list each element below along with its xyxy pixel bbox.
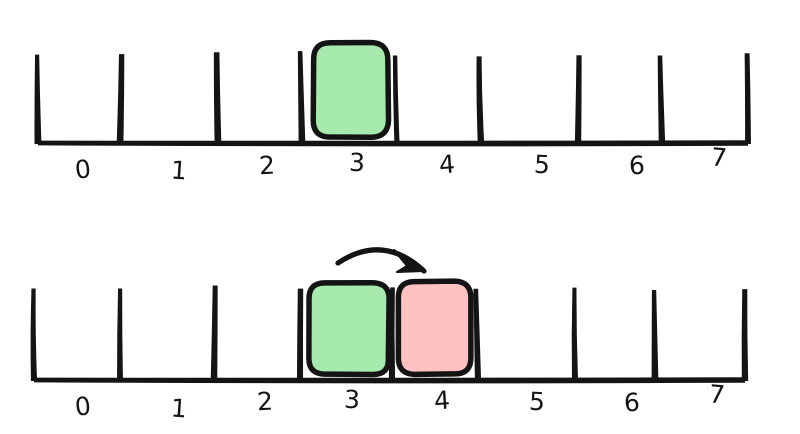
tick-label-after-4: 4 bbox=[433, 385, 451, 416]
tick-mark-after-8 bbox=[741, 289, 749, 381]
tick-label-before-4: 4 bbox=[438, 149, 456, 180]
tick-label-before-5: 5 bbox=[533, 149, 551, 180]
tick-label-after-5: 5 bbox=[528, 386, 546, 417]
tick-mark-before-0 bbox=[34, 54, 42, 144]
tick-label-after-6: 6 bbox=[623, 387, 641, 418]
tick-mark-before-2 bbox=[213, 52, 222, 144]
tick-mark-after-5 bbox=[473, 288, 482, 381]
axis-line-before bbox=[38, 140, 748, 147]
tick-label-after-7: 7 bbox=[707, 379, 727, 410]
tick-mark-before-4 bbox=[392, 55, 400, 144]
cell-pink-index-4[interactable] bbox=[395, 278, 474, 378]
tick-mark-after-6 bbox=[571, 287, 579, 381]
shift-arrow-head bbox=[393, 249, 425, 273]
tick-label-before-3: 3 bbox=[348, 147, 366, 178]
tick-mark-after-7 bbox=[651, 290, 659, 381]
tick-label-after-2: 2 bbox=[256, 386, 274, 417]
tick-label-after-0: 0 bbox=[73, 391, 93, 422]
tick-mark-before-3 bbox=[297, 51, 306, 145]
tick-mark-before-6 bbox=[574, 55, 582, 144]
cell-green-index-3[interactable] bbox=[310, 39, 392, 141]
tick-label-before-0: 0 bbox=[73, 154, 93, 185]
tick-label-before-1: 1 bbox=[170, 155, 188, 186]
tick-label-before-7: 7 bbox=[709, 142, 729, 173]
tick-label-before-6: 6 bbox=[628, 150, 646, 181]
tick-label-after-1: 1 bbox=[170, 393, 188, 424]
tick-mark-after-0 bbox=[30, 288, 38, 381]
tick-mark-before-1 bbox=[116, 54, 125, 144]
tick-mark-before-7 bbox=[657, 55, 666, 144]
tick-mark-before-5 bbox=[476, 56, 485, 144]
row-after bbox=[30, 247, 749, 384]
tick-label-after-3: 3 bbox=[343, 384, 361, 415]
row-before bbox=[34, 39, 751, 147]
svg-layers bbox=[30, 39, 751, 384]
tick-mark-after-2 bbox=[210, 285, 218, 381]
tick-mark-after-1 bbox=[117, 288, 123, 381]
tick-mark-after-3 bbox=[296, 288, 304, 381]
tick-label-before-2: 2 bbox=[258, 150, 276, 181]
cell-green-index-3[interactable] bbox=[306, 279, 392, 378]
tick-mark-before-8 bbox=[744, 53, 751, 145]
